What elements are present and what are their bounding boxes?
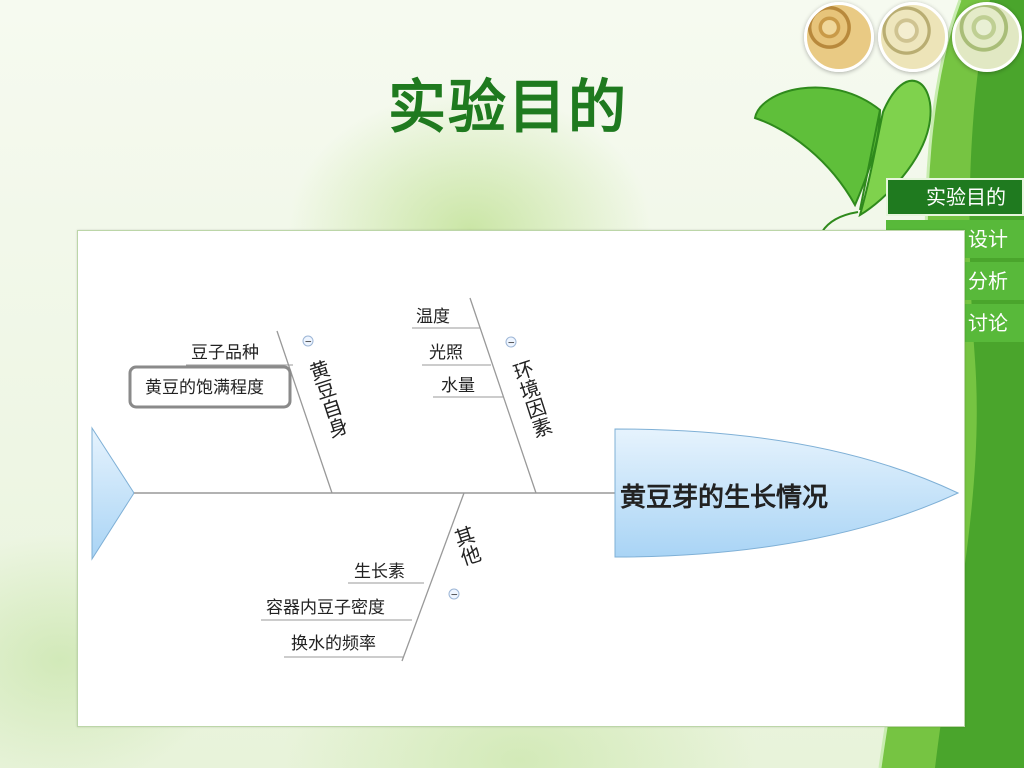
branch-bone-1	[276, 330, 333, 494]
cause-label-2-3[interactable]: 水量	[441, 376, 475, 396]
branch-bone-2	[469, 297, 537, 494]
cause-label-3-3[interactable]: 换水的频率	[291, 634, 376, 654]
fish-head[interactable]	[614, 428, 960, 558]
collapse-symbol-2: −	[508, 339, 516, 349]
cause-label-3-1[interactable]: 生长素	[354, 562, 405, 582]
collapse-toggle-2[interactable]	[505, 336, 517, 348]
soybean-photos	[804, 2, 1022, 72]
selected-cause-box[interactable]	[128, 365, 292, 409]
fishbone-svg: 黄豆芽的生长情况 − 黄豆自身 豆子品种 黄豆的饱满程度 − 环境因素 温度 光…	[91, 297, 960, 662]
cause-label-2-1[interactable]: 温度	[416, 307, 450, 327]
fishbone-diagram: 黄豆芽的生长情况 − 黄豆自身 豆子品种 黄豆的饱满程度 − 环境因素 温度 光…	[77, 230, 965, 727]
branch-bone-3	[401, 492, 465, 662]
cause-label-2-2[interactable]: 光照	[429, 343, 463, 363]
collapse-symbol-3: −	[451, 591, 459, 601]
cause-label-3-2[interactable]: 容器内豆子密度	[266, 598, 385, 618]
soybean-photo-1	[804, 2, 874, 72]
soybean-photo-2	[878, 2, 948, 72]
soybean-photo-3	[952, 2, 1022, 72]
fish-tail	[91, 426, 135, 561]
cause-label-1-2[interactable]: 黄豆的饱满程度	[145, 378, 264, 398]
fish-head-label: 黄豆芽的生长情况	[620, 482, 828, 513]
collapse-symbol-1: −	[305, 338, 313, 348]
collapse-toggle-1[interactable]	[302, 335, 314, 347]
collapse-toggle-3[interactable]	[448, 588, 460, 600]
cause-label-1-1[interactable]: 豆子品种	[191, 343, 259, 363]
slide-title: 实验目的	[388, 73, 629, 141]
nav-item-purpose[interactable]: 实验目的	[886, 178, 1024, 216]
branch-label-3[interactable]: 其他	[448, 523, 483, 569]
